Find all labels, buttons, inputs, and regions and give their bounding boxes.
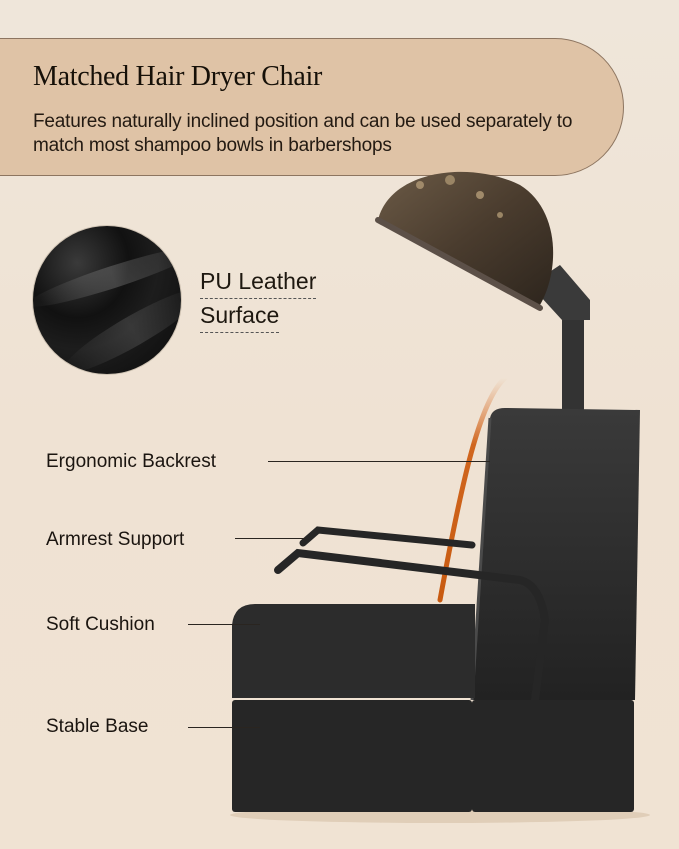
leader-line bbox=[235, 538, 305, 539]
leader-line bbox=[188, 727, 260, 728]
callout-armrest-support: Armrest Support bbox=[46, 529, 185, 550]
leader-line bbox=[188, 624, 260, 625]
material-label-line2: Surface bbox=[200, 302, 280, 333]
header-banner bbox=[0, 38, 624, 176]
page-title: Matched Hair Dryer Chair bbox=[33, 61, 323, 92]
page-subtitle: Features naturally inclined position and… bbox=[33, 111, 573, 156]
leather-swatch-icon bbox=[33, 226, 181, 374]
material-label-line1: PU Leather bbox=[200, 268, 317, 299]
leader-line bbox=[268, 461, 490, 462]
callout-stable-base: Stable Base bbox=[46, 716, 149, 737]
dryer-hood-icon bbox=[375, 171, 554, 311]
callout-ergonomic-backrest: Ergonomic Backrest bbox=[46, 451, 217, 472]
callout-soft-cushion: Soft Cushion bbox=[46, 614, 155, 635]
